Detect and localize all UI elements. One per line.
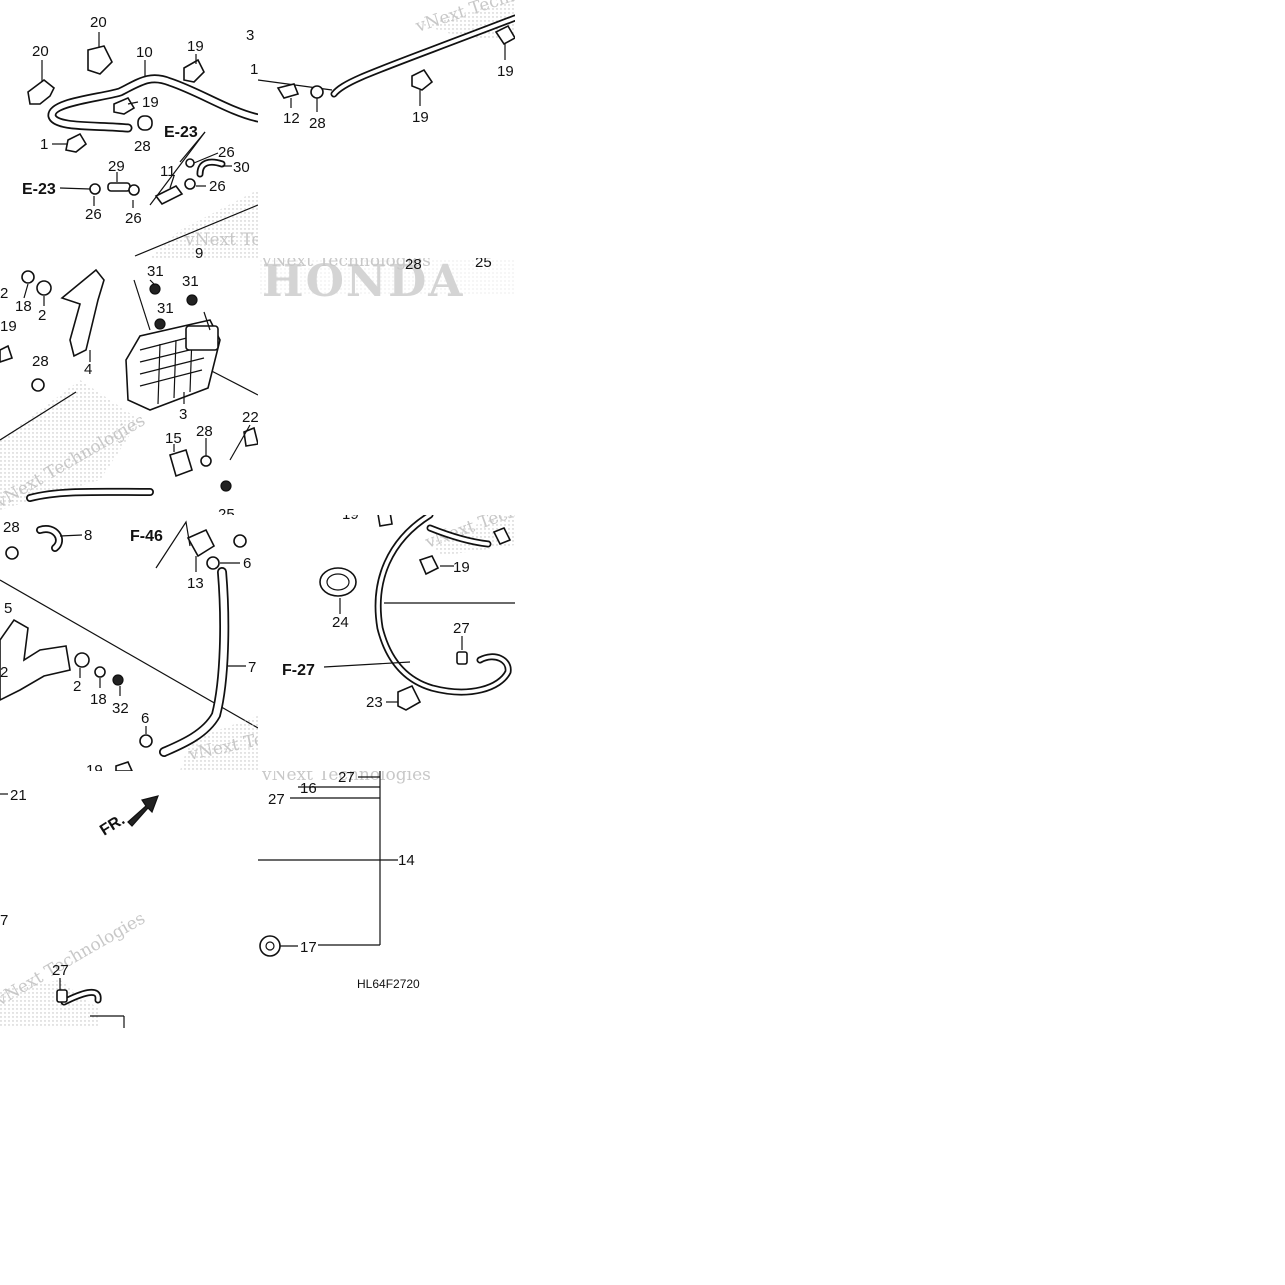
part-label: 19 bbox=[142, 94, 159, 111]
watermark-text: vNext Technologies bbox=[184, 230, 354, 250]
clip-icon bbox=[65, 132, 88, 153]
part-label: 21 bbox=[10, 787, 27, 804]
part-label: 22 bbox=[242, 409, 259, 426]
part-label: 31 bbox=[157, 300, 174, 317]
part-label: 27 bbox=[338, 769, 355, 786]
diagram-code: HL64F2720 bbox=[357, 977, 420, 991]
part-label: 6 bbox=[243, 555, 251, 572]
part-label: 28 bbox=[309, 115, 326, 132]
part-label: 1 bbox=[40, 136, 48, 153]
watermark-text: vNext Technologies bbox=[261, 251, 431, 271]
part-label: 19 bbox=[86, 762, 103, 779]
part-label: 32 bbox=[112, 700, 129, 717]
tile-canister: vNext Technologies 2 bbox=[0, 263, 259, 523]
part-label: 7 bbox=[0, 912, 8, 929]
bracket-icon bbox=[0, 618, 71, 701]
part-label: 2 bbox=[0, 664, 8, 681]
part-label: 11 bbox=[160, 163, 176, 180]
part-label: 4 bbox=[84, 361, 92, 378]
part-label: 5 bbox=[4, 600, 12, 617]
part-label: 2 bbox=[73, 678, 81, 695]
part-label: 19 bbox=[187, 38, 204, 55]
part-label: 28 bbox=[134, 138, 151, 155]
part-label: 31 bbox=[182, 273, 199, 290]
part-label: 23 bbox=[366, 694, 383, 711]
part-label: 30 bbox=[233, 159, 250, 176]
watermark-text: vNext Technologies bbox=[261, 765, 431, 785]
part-label: 26 bbox=[125, 210, 142, 227]
clip-icon bbox=[494, 24, 515, 46]
part-label: 6 bbox=[141, 710, 149, 727]
clamp-icon bbox=[397, 684, 422, 711]
honda-watermark: HONDA bbox=[262, 256, 464, 307]
part-label: 3 bbox=[246, 27, 254, 44]
part-label: 2 bbox=[38, 307, 46, 324]
connector-icon bbox=[276, 83, 300, 99]
part-label: 24 bbox=[332, 614, 349, 631]
tile-front-marker: FR. vNext Technologies 21 27 7 bbox=[0, 787, 159, 1028]
part-label: 26 bbox=[85, 206, 102, 223]
part-label: 26 bbox=[209, 178, 226, 195]
part-label: 17 bbox=[300, 939, 317, 956]
clip-icon bbox=[183, 58, 205, 83]
part-label: 19 bbox=[342, 506, 359, 523]
part-label: 18 bbox=[90, 691, 107, 708]
part-label: 7 bbox=[248, 659, 256, 676]
part-label: 15 bbox=[165, 430, 182, 447]
tile-hose-lower-left: vNext Technologies 28 8 F-46 13 6 5 2 bbox=[0, 519, 258, 779]
tile-center: HONDA vNext Technologies 28 25 bbox=[258, 251, 515, 307]
part-label: 12 bbox=[283, 110, 300, 127]
part-label: 26 bbox=[218, 144, 235, 161]
clip-icon bbox=[411, 68, 434, 91]
reference-f46: F-46 bbox=[130, 528, 163, 545]
part-label: 27 bbox=[268, 791, 285, 808]
part-label: 18 bbox=[15, 298, 32, 315]
tile-hose-right: vNext Technologies 19 19 24 27 F-27 23 bbox=[282, 506, 515, 711]
part-label: 20 bbox=[32, 43, 49, 60]
part-label: 13 bbox=[187, 575, 204, 592]
reference-e23: E-23 bbox=[22, 181, 56, 198]
front-arrow-icon bbox=[127, 795, 159, 827]
clip-icon bbox=[113, 96, 136, 115]
part-label: 31 bbox=[147, 263, 164, 280]
reference-f27: F-27 bbox=[282, 662, 315, 679]
valve-icon bbox=[186, 528, 216, 558]
part-label: 28 bbox=[32, 353, 49, 370]
part-label: 28 bbox=[405, 256, 422, 273]
tile-upper-left: vNext Technologies bbox=[22, 14, 354, 262]
tile-part-14: vNext Technologies 27 16 27 14 17 HL64F2… bbox=[258, 765, 431, 991]
part-label: 8 bbox=[84, 527, 92, 544]
part-label: 14 bbox=[398, 852, 415, 869]
part-label: 25 bbox=[218, 506, 235, 523]
part-label: 20 bbox=[90, 14, 107, 31]
part-label: 29 bbox=[108, 158, 125, 175]
clamp-icon bbox=[137, 115, 153, 131]
part-label: 28 bbox=[196, 423, 213, 440]
bracket-icon bbox=[60, 268, 105, 358]
clip-icon bbox=[87, 45, 113, 75]
valve-icon bbox=[154, 184, 184, 206]
clip-icon bbox=[27, 78, 56, 105]
part-label: 16 bbox=[300, 780, 317, 797]
part-label: 27 bbox=[453, 620, 470, 637]
part-label: 19 bbox=[412, 109, 429, 126]
front-marker: FR. bbox=[97, 811, 128, 839]
part-label: 1 bbox=[250, 61, 258, 78]
tile-upper-middle: vNext Technologies 12 28 19 19 bbox=[258, 0, 515, 132]
part-label: 19 bbox=[497, 63, 514, 80]
clip-icon bbox=[418, 555, 440, 576]
part-label: 19 bbox=[0, 318, 17, 335]
part-label: 10 bbox=[136, 44, 153, 61]
part-label: 2 bbox=[0, 285, 8, 302]
part-label: 3 bbox=[179, 406, 187, 423]
part-label: 25 bbox=[475, 254, 492, 271]
solenoid-icon bbox=[169, 448, 193, 478]
part-label: 28 bbox=[3, 519, 20, 536]
part-label: 27 bbox=[52, 962, 69, 979]
part-label: 19 bbox=[453, 559, 470, 576]
reference-e23: E-23 bbox=[164, 124, 198, 141]
part-label: 9 bbox=[195, 245, 203, 262]
